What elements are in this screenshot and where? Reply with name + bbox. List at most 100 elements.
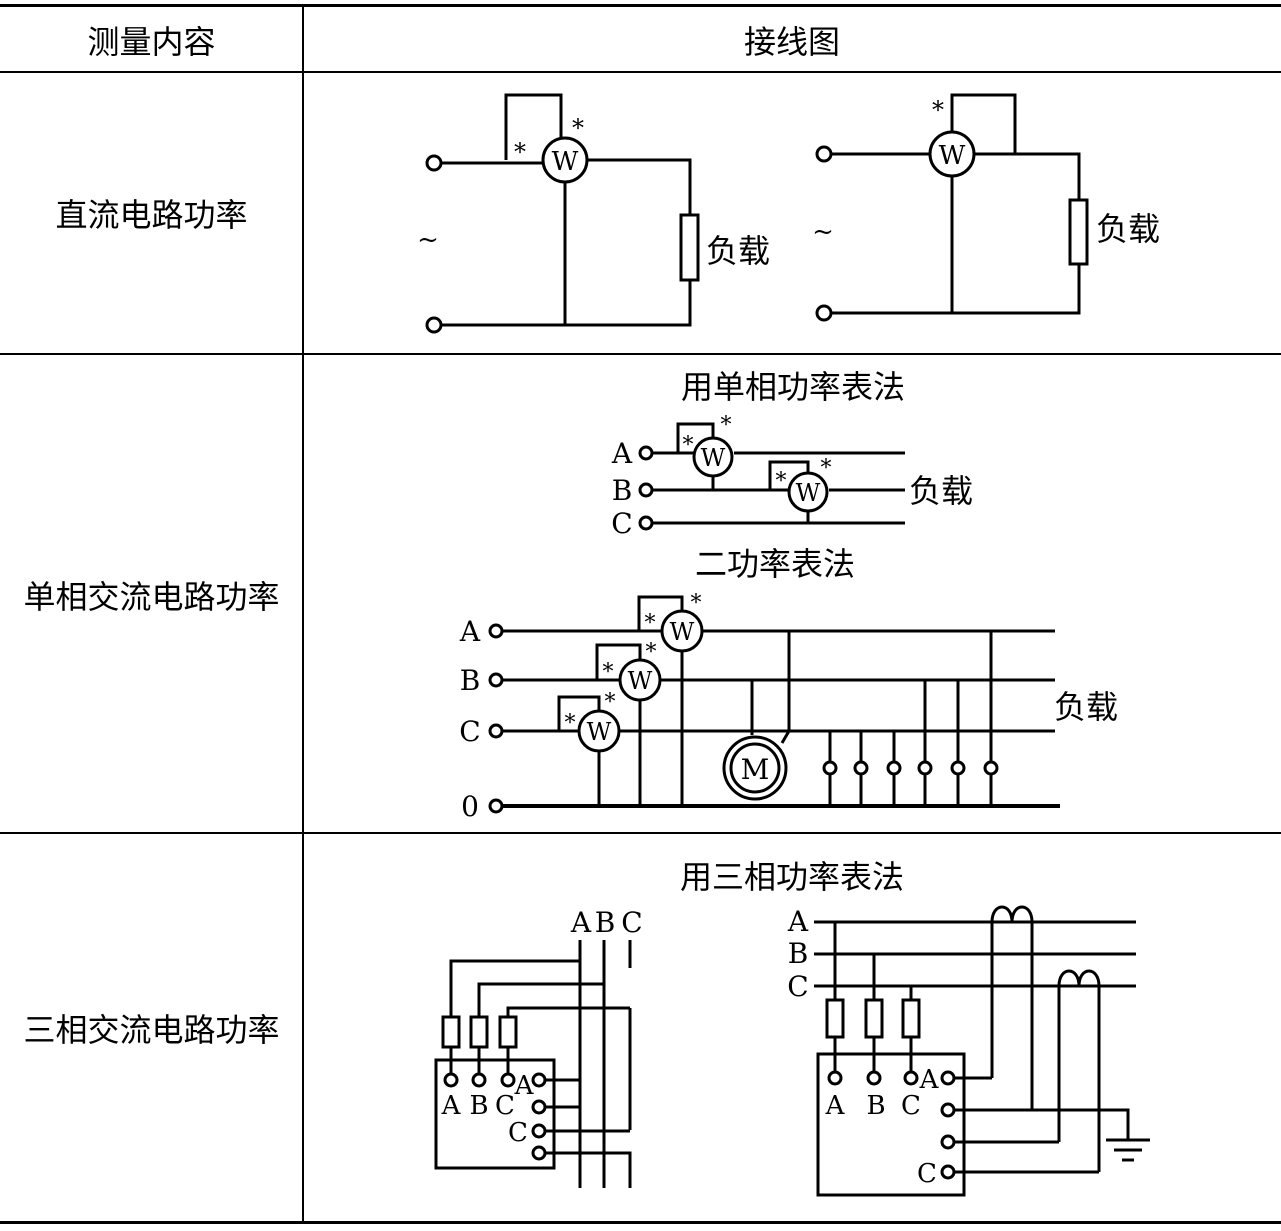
left-bus-label-a: A xyxy=(570,906,592,939)
table-top-border xyxy=(0,4,1281,7)
method1-terminal-b xyxy=(638,482,654,498)
header-measure-content: 测量内容 xyxy=(87,23,216,61)
left-bus-label-b: B xyxy=(595,906,616,939)
method2-mark-a1: * xyxy=(645,611,656,636)
dc-left-wattmeter-symbol: W xyxy=(552,147,579,177)
method2-phase-a: A xyxy=(459,615,481,648)
dc-left-load-label: 负载 xyxy=(706,232,770,270)
left-meter-terminal-b xyxy=(471,1072,487,1088)
method1-terminal-c xyxy=(638,515,654,531)
method2-terminal-c xyxy=(488,723,504,739)
method2-wattmeter-a-symbol: W xyxy=(670,618,695,646)
right-meter-current-1 xyxy=(940,1070,956,1086)
right-three-phase-wiring xyxy=(814,905,1150,1197)
method2-phase-b: B xyxy=(460,664,481,697)
right-meter-current-3 xyxy=(940,1134,956,1150)
method1-wiring xyxy=(653,422,905,525)
method1-wattmeter-1 xyxy=(692,436,734,478)
dc-right-terminal-top xyxy=(815,145,833,163)
dc-left-terminal-bottom xyxy=(425,316,443,334)
method1-wattmeter-2-symbol: W xyxy=(796,479,821,507)
method1-phase-a: A xyxy=(611,437,633,470)
method1-wattmeter-2 xyxy=(787,471,829,513)
dc-right-wattmeter-symbol: W xyxy=(939,141,966,171)
method2-mark-c1: * xyxy=(565,711,576,736)
left-meter-current-3 xyxy=(531,1123,547,1139)
dc-left-mark-voltage: * xyxy=(514,138,526,166)
load-lamp-5 xyxy=(950,760,966,776)
load-lamp-1 xyxy=(822,760,838,776)
three-phase-title: 用三相功率表法 xyxy=(680,858,904,896)
motor xyxy=(722,735,788,801)
right-meter-terminal-c xyxy=(903,1070,919,1086)
load-lamp-6 xyxy=(983,760,999,776)
method1-mark-2a: * xyxy=(776,469,787,494)
left-bus-label-c: C xyxy=(621,906,642,939)
method2-terminal-a xyxy=(488,623,504,639)
load-lamp-4 xyxy=(917,760,933,776)
dc-circuit-left xyxy=(441,93,700,327)
row-label-dc-power: 直流电路功率 xyxy=(55,196,248,234)
right-meter-current-2 xyxy=(940,1102,956,1118)
method2-title: 二功率表法 xyxy=(695,545,855,583)
method1-phase-b: B xyxy=(612,474,633,507)
method2-terminal-0 xyxy=(488,798,504,814)
method1-terminal-a xyxy=(638,445,654,461)
method1-mark-2b: * xyxy=(821,456,832,481)
left-right-terminal-a: A xyxy=(514,1071,535,1101)
right-terminal-label-c: C xyxy=(901,1091,921,1121)
method2-phase-0: 0 xyxy=(461,790,479,823)
method2-wattmeter-b-symbol: W xyxy=(628,667,653,695)
left-meter-current-1 xyxy=(531,1072,547,1088)
left-three-phase-wiring xyxy=(434,940,632,1188)
right-terminal-label-a: A xyxy=(825,1091,846,1121)
method2-wattmeter-c-symbol: W xyxy=(587,718,612,746)
left-meter-current-2 xyxy=(531,1099,547,1115)
row-label-three-phase-power: 三相交流电路功率 xyxy=(23,1011,280,1049)
method2-terminal-b xyxy=(488,672,504,688)
right-meter-terminal-b xyxy=(866,1070,882,1086)
left-meter-current-4 xyxy=(531,1145,547,1161)
dc-right-source-symbol: ~ xyxy=(812,217,834,247)
header-divider xyxy=(0,71,1281,73)
right-meter-terminal-a xyxy=(827,1070,843,1086)
left-meter-terminal-c xyxy=(500,1072,516,1088)
method1-mark-1a: * xyxy=(683,433,694,458)
left-terminal-label-a: A xyxy=(441,1091,462,1121)
column-divider xyxy=(302,6,304,1222)
right-bus-label-c: C xyxy=(787,970,808,1003)
right-right-terminal-c: C xyxy=(917,1159,937,1189)
table-bottom-border xyxy=(0,1221,1281,1224)
left-right-terminal-c: C xyxy=(508,1118,528,1148)
right-terminal-label-b: B xyxy=(866,1091,885,1121)
method1-wattmeter-1-symbol: W xyxy=(701,444,726,472)
left-terminal-label-c: C xyxy=(495,1091,515,1121)
dc-right-terminal-bottom xyxy=(815,304,833,322)
method1-phase-c: C xyxy=(611,507,632,540)
method2-wattmeter-a xyxy=(660,609,704,653)
header-wiring-diagram: 接线图 xyxy=(743,23,840,61)
load-lamp-3 xyxy=(886,760,902,776)
right-bus-label-b: B xyxy=(788,937,809,970)
dc-right-wattmeter xyxy=(928,130,976,178)
method1-mark-1b: * xyxy=(721,413,732,438)
left-meter-terminal-a xyxy=(443,1072,459,1088)
method1-title: 用单相功率表法 xyxy=(681,368,905,406)
left-terminal-label-b: B xyxy=(469,1091,488,1121)
right-right-terminal-a: A xyxy=(919,1065,940,1095)
method2-load-label: 负载 xyxy=(1054,688,1118,726)
right-bus-label-a: A xyxy=(787,905,809,938)
row-divider-2 xyxy=(0,832,1281,834)
load-lamp-2 xyxy=(853,760,869,776)
method2-mark-c2: * xyxy=(605,690,616,715)
method2-mark-b2: * xyxy=(646,640,657,665)
method2-phase-c: C xyxy=(459,715,480,748)
dc-left-source-symbol: ~ xyxy=(417,225,439,255)
row-label-single-phase-power: 单相交流电路功率 xyxy=(23,578,280,616)
method1-load-label: 负载 xyxy=(909,472,973,510)
method2-wiring xyxy=(503,595,1060,808)
dc-right-mark: * xyxy=(932,96,944,124)
method2-mark-b1: * xyxy=(603,660,614,685)
dc-left-mark-current: * xyxy=(572,114,584,142)
